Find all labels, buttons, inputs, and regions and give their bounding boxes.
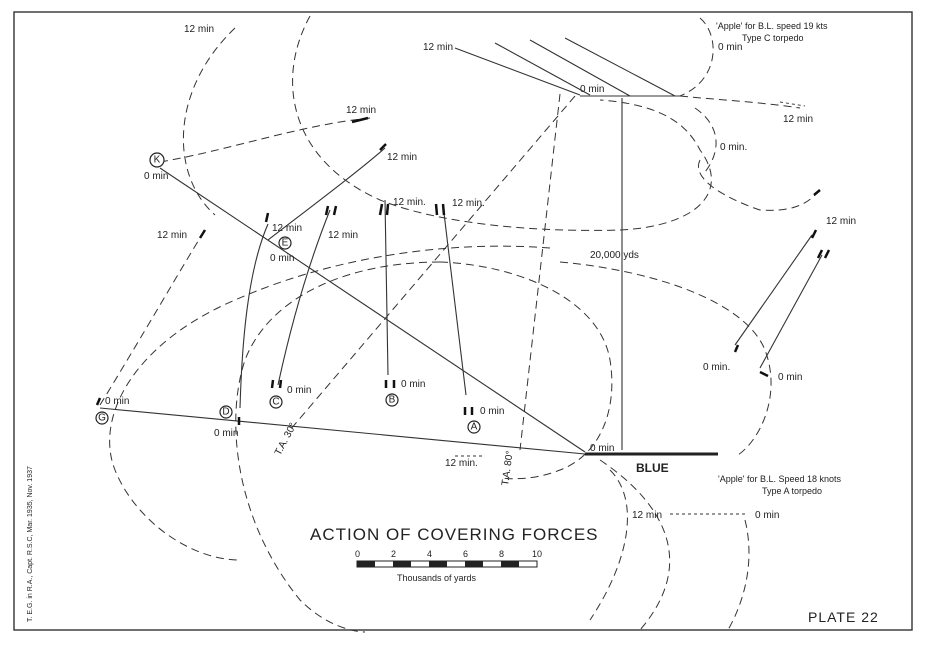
scale-bar: 0 2 4 6 8 10 Thousands of yards: [355, 549, 542, 583]
label-a-0: 0 min: [480, 406, 504, 417]
label-right-0: 0 min.: [720, 142, 747, 153]
label-g-0: 0 min: [105, 396, 129, 407]
solid-tracks: [99, 37, 823, 455]
unit-a-letter: A: [471, 422, 478, 433]
unit-c-letter: C: [272, 397, 279, 408]
label-k-12: 12 min: [346, 105, 376, 116]
unit-d-letter: D: [222, 407, 229, 418]
unit-e-letter: E: [282, 238, 289, 249]
ta-30-label: T.A. 30°: [273, 421, 299, 457]
label-g-12: 12 min: [157, 230, 187, 241]
label-east-0b: 0 min: [778, 372, 802, 383]
apple-bottom-line1: 'Apple' for B.L. Speed 18 knots: [718, 474, 842, 484]
label-blue-0: 0 min: [590, 443, 614, 454]
ship-marks: [95, 116, 831, 425]
plate-border: [13, 11, 913, 631]
unit-g-letter: G: [98, 413, 106, 424]
label-c-0: 0 min: [287, 385, 311, 396]
label-12-track-k: 12 min: [387, 152, 417, 163]
label-e-0: 0 min: [270, 253, 294, 264]
scale-tick-0: 0: [355, 549, 360, 559]
danger-curves: [109, 15, 772, 633]
unit-markers: K E G D C B A: [95, 152, 481, 434]
label-bottom-12: 12 min: [632, 510, 662, 521]
range-label: 20,000 yds: [590, 250, 639, 261]
plate-title: ACTION OF COVERING FORCES: [310, 525, 599, 544]
label-bottom-0: 0 min: [755, 510, 779, 521]
label-apple-top-0: 0 min: [718, 42, 742, 53]
label-d-12: 12 min: [272, 223, 302, 234]
label-b-12: 12 min.: [393, 197, 426, 208]
scale-tick-6: 6: [463, 549, 468, 559]
blue-label: BLUE: [636, 461, 669, 475]
label-right-12: 12 min: [783, 114, 813, 125]
side-note: T. E.G. in R.A., Capt. R.S.C, Mar. 1935,…: [27, 466, 34, 622]
scale-tick-10: 10: [532, 549, 542, 559]
apple-bottom-line2: Type A torpedo: [762, 486, 822, 496]
label-blue-12: 12 min.: [445, 458, 478, 469]
plate-number: PLATE 22: [808, 609, 879, 625]
scale-tick-4: 4: [427, 549, 432, 559]
label-top-left-12: 12 min: [184, 24, 214, 35]
scale-tick-8: 8: [499, 549, 504, 559]
time-labels: 12 min 12 min 0 min 12 min 12 min 12 min…: [105, 24, 856, 521]
label-east-12: 12 min: [826, 216, 856, 227]
ta-80-label: T.A. 80°: [500, 450, 516, 486]
unit-b-letter: B: [389, 395, 396, 406]
label-top-0: 0 min: [580, 84, 604, 95]
apple-top-line2: Type C torpedo: [742, 33, 804, 43]
label-d-0: 0 min: [214, 428, 238, 439]
label-east-0a: 0 min.: [703, 362, 730, 373]
scale-tick-2: 2: [391, 549, 396, 559]
label-top-12: 12 min: [423, 42, 453, 53]
apple-top-line1: 'Apple' for B.L. speed 19 kts: [716, 21, 828, 31]
label-b-0: 0 min: [401, 379, 425, 390]
unit-k-letter: K: [154, 155, 161, 166]
label-a-12: 12 min.: [452, 198, 485, 209]
dashed-tracks: [99, 93, 816, 515]
scale-caption: Thousands of yards: [397, 573, 477, 583]
label-c-12: 12 min: [328, 230, 358, 241]
label-k-0: 0 min: [144, 171, 168, 182]
